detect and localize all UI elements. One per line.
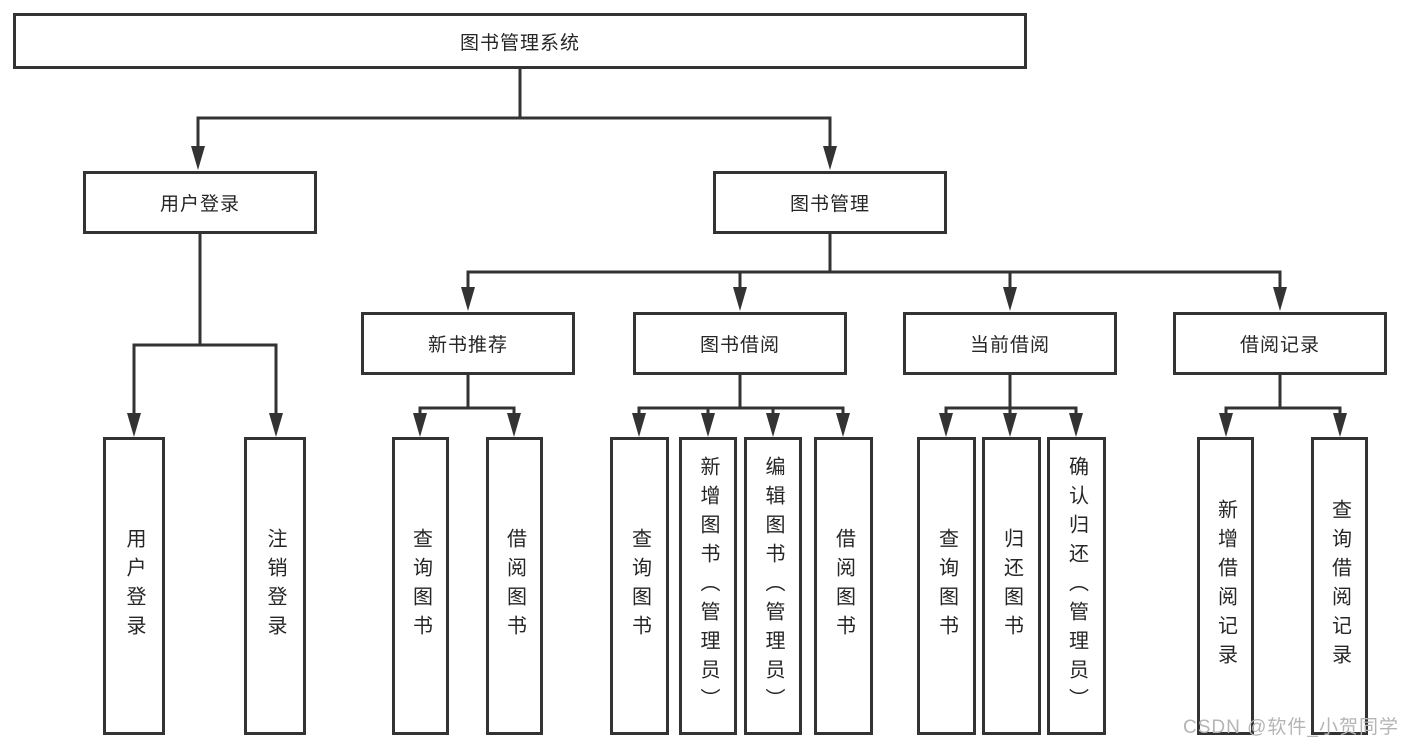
leaf-label: 确认归还（管理员） [1065, 455, 1088, 717]
leaf-label: 查询借阅记录 [1328, 499, 1351, 673]
connector-book-borrowing-children [637, 373, 845, 418]
node-label: 图书借阅 [699, 335, 780, 356]
leaf-label: 新增借阅记录 [1214, 499, 1237, 673]
connector-root-to-level2 [196, 67, 832, 152]
leaf-borrow-books-borrowing: 借阅图书 [814, 437, 873, 735]
leaf-edit-books-admin: 编辑图书（管理员） [744, 437, 802, 735]
leaf-borrow-books-recommend: 借阅图书 [486, 437, 543, 735]
leaf-confirm-return-admin: 确认归还（管理员） [1047, 437, 1106, 735]
leaf-user-login: 用户登录 [103, 437, 165, 735]
watermark: CSDN @软件_小贺同学 [1183, 717, 1399, 738]
leaf-label: 借阅图书 [503, 528, 526, 644]
leaf-query-books-borrowing: 查询图书 [610, 437, 669, 735]
leaf-label: 新增图书（管理员） [697, 455, 719, 717]
leaf-return-books: 归还图书 [982, 437, 1041, 735]
leaf-label: 用户登录 [123, 528, 145, 644]
leaf-label: 借阅图书 [832, 528, 855, 644]
leaf-label: 归还图书 [1000, 528, 1023, 644]
connector-user-login-children [132, 232, 278, 418]
leaf-label: 查询图书 [935, 528, 958, 644]
node-new-book-recommendation: 新书推荐 [361, 312, 575, 375]
leaf-label: 注销登录 [264, 528, 286, 644]
node-current-borrowing: 当前借阅 [903, 312, 1117, 375]
leaf-label: 查询图书 [409, 528, 432, 644]
connector-current-borrowing-children [944, 373, 1078, 418]
leaf-label: 编辑图书（管理员） [762, 455, 784, 717]
node-book-borrowing: 图书借阅 [633, 312, 847, 375]
leaf-logout: 注销登录 [244, 437, 306, 735]
leaf-query-borrow-record: 查询借阅记录 [1311, 437, 1368, 735]
connector-book-management-children [466, 232, 1282, 292]
node-label: 图书管理 [789, 194, 870, 215]
node-label: 用户登录 [159, 194, 240, 215]
node-user-login: 用户登录 [83, 171, 317, 234]
leaf-add-books-admin: 新增图书（管理员） [679, 437, 737, 735]
node-label: 新书推荐 [427, 335, 508, 356]
leaf-label: 查询图书 [628, 528, 651, 644]
node-label: 图书管理系统 [459, 32, 580, 54]
leaf-add-borrow-record: 新增借阅记录 [1197, 437, 1254, 735]
connector-borrowing-records-children [1224, 373, 1342, 418]
connector-new-book-children [418, 373, 516, 418]
node-borrowing-records: 借阅记录 [1173, 312, 1387, 375]
node-label: 借阅记录 [1239, 335, 1320, 356]
node-label: 当前借阅 [969, 335, 1050, 356]
node-book-management: 图书管理 [713, 171, 947, 234]
arrowheads [127, 146, 1347, 437]
node-root: 图书管理系统 [13, 13, 1027, 69]
leaf-query-books-current: 查询图书 [917, 437, 976, 735]
leaf-query-books-recommend: 查询图书 [392, 437, 449, 735]
